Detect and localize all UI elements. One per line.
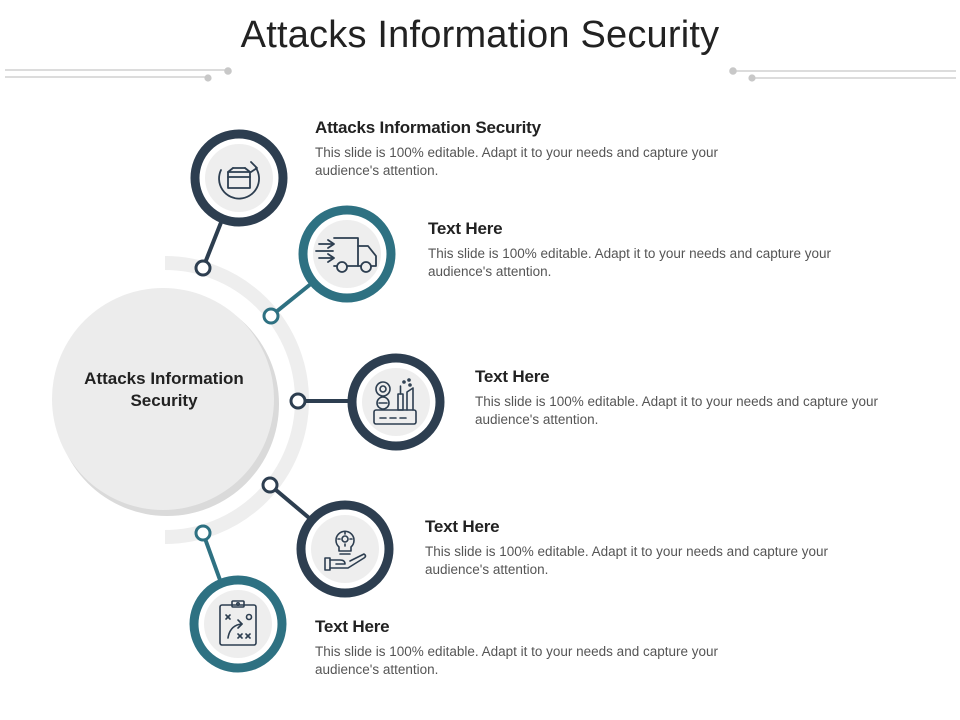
item-title: Text Here bbox=[315, 617, 390, 636]
item-3: Text Here This slide is 100% editable. A… bbox=[475, 367, 915, 429]
node-4 bbox=[296, 500, 394, 598]
item-title: Text Here bbox=[425, 517, 500, 536]
node-2 bbox=[298, 205, 396, 303]
item-title: Text Here bbox=[475, 367, 550, 386]
dot-4 bbox=[261, 476, 279, 494]
node-3 bbox=[347, 353, 445, 451]
item-description: This slide is 100% editable. Adapt it to… bbox=[315, 145, 718, 178]
dot-5 bbox=[194, 524, 212, 542]
connector-2 bbox=[269, 281, 314, 318]
item-title: Text Here bbox=[428, 219, 503, 238]
item-description: This slide is 100% editable. Adapt it to… bbox=[425, 544, 828, 577]
dot-2 bbox=[262, 307, 280, 325]
connector-dots bbox=[194, 259, 307, 542]
node-1 bbox=[190, 129, 288, 227]
dot-3 bbox=[289, 392, 307, 410]
center-circle bbox=[52, 288, 274, 510]
title-decoration-right bbox=[729, 67, 956, 82]
item-description: This slide is 100% editable. Adapt it to… bbox=[315, 644, 718, 677]
center-label: Attacks Information Security bbox=[84, 369, 244, 410]
makeup-kit-icon bbox=[373, 378, 417, 425]
fast-truck-icon bbox=[315, 237, 377, 273]
dot-1 bbox=[194, 259, 212, 277]
page-title: Attacks Information Security bbox=[240, 14, 720, 56]
item-title: Attacks Information Security bbox=[315, 118, 541, 137]
item-2: Text Here This slide is 100% editable. A… bbox=[428, 219, 868, 281]
title-decoration-left bbox=[5, 67, 232, 82]
strategy-board-icon bbox=[219, 600, 257, 646]
item-description: This slide is 100% editable. Adapt it to… bbox=[475, 394, 878, 427]
item-description: This slide is 100% editable. Adapt it to… bbox=[428, 246, 831, 279]
item-1: Attacks Information Security This slide … bbox=[315, 118, 755, 180]
item-5: Text Here This slide is 100% editable. A… bbox=[315, 617, 755, 679]
box-refresh-icon bbox=[218, 161, 260, 200]
lightbulb-hand-icon bbox=[324, 530, 367, 571]
item-4: Text Here This slide is 100% editable. A… bbox=[425, 517, 865, 579]
node-5 bbox=[189, 575, 287, 673]
connector-1 bbox=[201, 218, 224, 270]
